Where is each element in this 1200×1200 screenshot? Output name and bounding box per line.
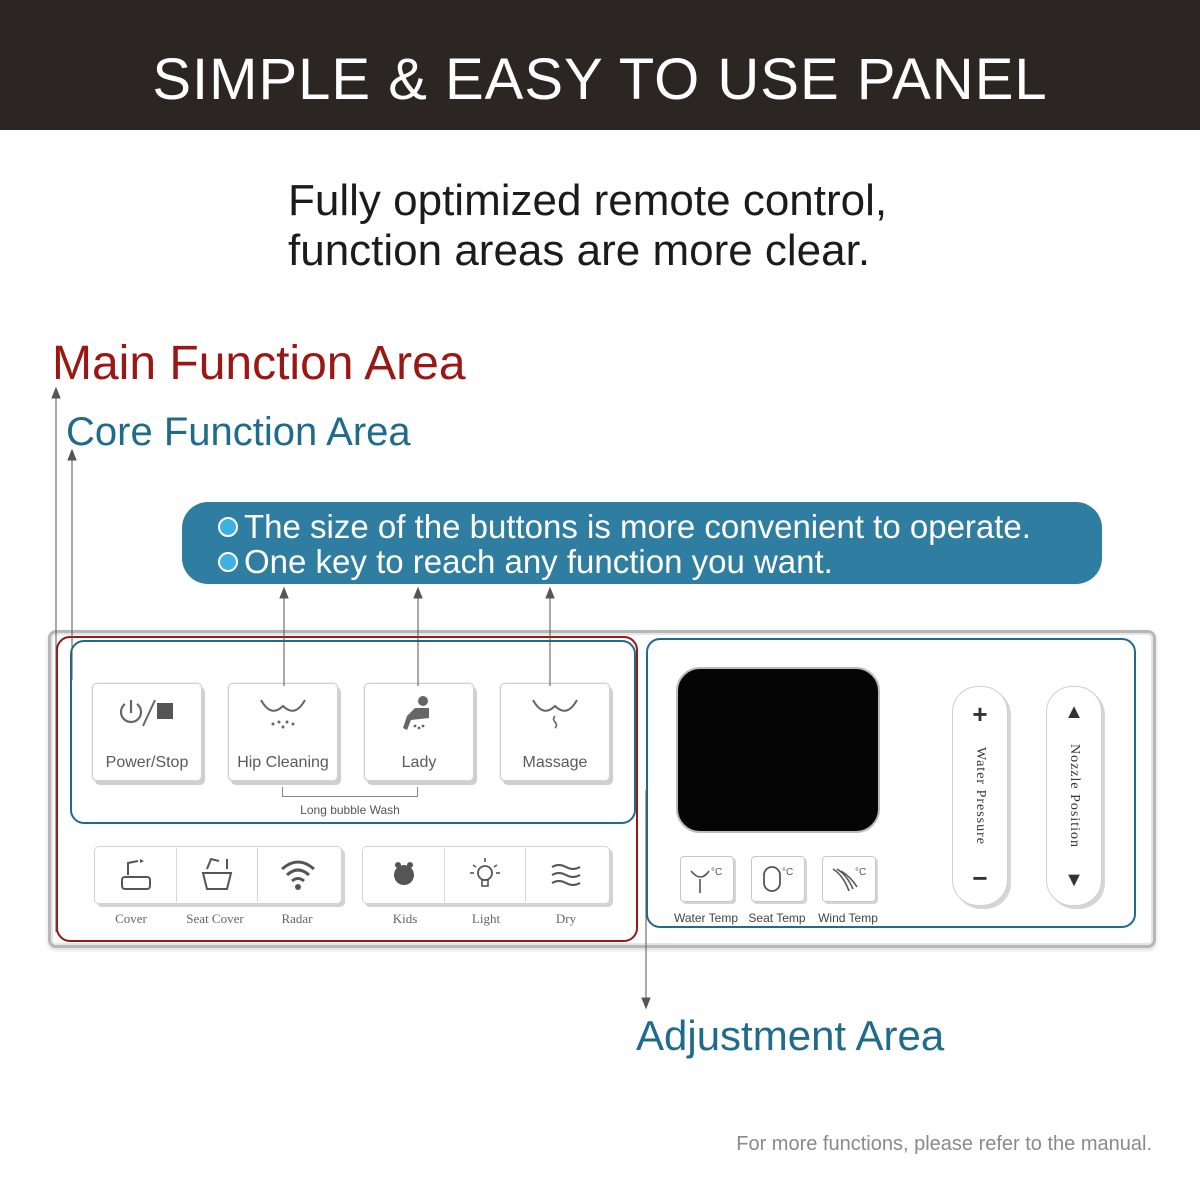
unit-text: °C — [711, 867, 722, 878]
dry-icon — [551, 864, 581, 886]
seat-temp-button[interactable]: °C — [751, 856, 805, 902]
kids-button[interactable] — [364, 848, 444, 902]
arrow-up-icon — [413, 586, 423, 599]
light-label: Light — [471, 911, 501, 926]
page-title: SIMPLE & EASY TO USE PANEL — [152, 47, 1048, 112]
wind-temp-label: Wind Temp — [818, 911, 878, 925]
light-icon — [470, 858, 500, 887]
core-function-area-label: Core Function Area — [66, 410, 411, 454]
light-button[interactable] — [445, 848, 525, 902]
arrow-up-icon — [279, 586, 289, 599]
seat-cover-button[interactable] — [177, 848, 257, 902]
main-function-area-label: Main Function Area — [52, 337, 466, 390]
water-temp-icon: °C — [690, 867, 722, 893]
subtitle: Fully optimized remote control, function… — [288, 176, 1048, 276]
radar-button[interactable] — [258, 848, 338, 902]
adjustment-area-label: Adjustment Area — [636, 1012, 945, 1059]
divider — [257, 848, 258, 902]
nozzle-position-rocker: ▲ Nozzle Position ▼ — [1046, 686, 1102, 906]
seat-cover-icon — [201, 857, 233, 890]
dry-label: Dry — [555, 911, 577, 926]
callout-text-2: One key to reach any function you want. — [244, 543, 833, 580]
subtitle-line-2: function areas are more clear. — [288, 226, 871, 275]
seat-cover-label: Seat Cover — [186, 911, 244, 926]
callout-text-1: The size of the buttons is more convenie… — [244, 508, 1031, 545]
seat-temp-icon: °C — [763, 866, 793, 892]
cover-label: Cover — [115, 911, 147, 926]
water-pressure-increase-button[interactable]: + — [972, 699, 988, 729]
wind-temp-button[interactable]: °C — [822, 856, 876, 902]
core-function-frame — [70, 640, 636, 824]
cover-icon — [121, 859, 151, 890]
header-banner: SIMPLE & EASY TO USE PANEL — [0, 0, 1200, 130]
nozzle-forward-button[interactable]: ▲ — [1064, 701, 1084, 723]
callout-line-2: One key to reach any function you want. — [218, 544, 833, 580]
arrow-up-icon — [545, 586, 555, 599]
unit-text: °C — [782, 867, 793, 878]
lady-icon — [403, 696, 429, 730]
radar-label: Radar — [281, 911, 313, 926]
subtitle-line-1: Fully optimized remote control, — [288, 176, 888, 225]
hip-cleaning-label: Hip Cleaning — [237, 754, 329, 771]
seat-temp-label: Seat Temp — [748, 911, 806, 925]
hip-cleaning-button[interactable]: Hip Cleaning — [228, 683, 338, 781]
massage-icon — [532, 699, 578, 729]
divider — [444, 848, 445, 902]
power-stop-label: Power/Stop — [105, 754, 189, 771]
radar-icon — [281, 860, 315, 890]
callout-bubble: The size of the buttons is more convenie… — [182, 502, 1102, 584]
unit-text: °C — [855, 867, 866, 878]
nozzle-backward-button[interactable]: ▼ — [1064, 869, 1084, 891]
main-function-frame — [56, 636, 638, 942]
lady-label: Lady — [401, 754, 437, 771]
divider — [525, 848, 526, 902]
water-temp-label: Water Temp — [673, 911, 739, 925]
footnote: For more functions, please refer to the … — [736, 1133, 1152, 1155]
callout-line-1: The size of the buttons is more convenie… — [218, 509, 1031, 545]
divider — [176, 848, 177, 902]
dry-button[interactable] — [526, 848, 606, 902]
kids-icon — [394, 862, 414, 885]
arrow-down-icon — [641, 997, 651, 1010]
water-pressure-rocker: + Water Pressure − — [952, 686, 1008, 906]
water-temp-button[interactable]: °C — [680, 856, 734, 902]
bullet-dot-icon — [218, 517, 238, 537]
nozzle-position-label: Nozzle Position — [1067, 743, 1082, 849]
hip-cleaning-icon — [260, 699, 306, 729]
water-pressure-label: Water Pressure — [973, 746, 988, 846]
massage-label: Massage — [522, 754, 588, 771]
massage-button[interactable]: Massage — [500, 683, 610, 781]
kids-label: Kids — [392, 911, 418, 926]
long-bubble-wash-bracket — [282, 787, 418, 797]
cover-button[interactable] — [96, 848, 176, 902]
lady-button[interactable]: Lady — [364, 683, 474, 781]
adjustment-frame — [646, 638, 1136, 928]
long-bubble-wash-label: Long bubble Wash — [300, 803, 400, 817]
power-stop-button[interactable]: Power/Stop — [92, 683, 202, 781]
bullet-dot-icon — [218, 552, 238, 572]
wind-temp-icon: °C — [832, 867, 866, 892]
water-pressure-decrease-button[interactable]: − — [972, 863, 988, 893]
power-stop-icon — [119, 699, 173, 727]
display-screen — [676, 667, 880, 833]
